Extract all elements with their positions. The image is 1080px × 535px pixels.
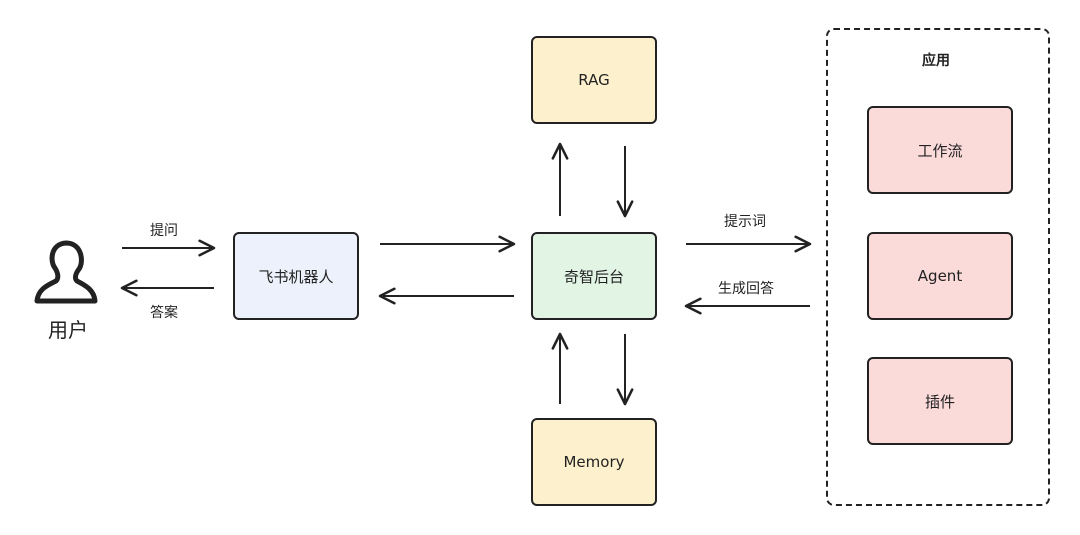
rag-node-label: RAG [578, 71, 610, 89]
edge-label-ask: 提问 [150, 223, 178, 239]
app-item-label: 工作流 [917, 141, 963, 160]
bot-node: 飞书机器人 [233, 232, 359, 320]
edge-label-generate-answer: 生成回答 [718, 281, 774, 297]
rag-node: RAG [531, 36, 657, 124]
user-label: 用户 [48, 318, 88, 342]
memory-node: Memory [531, 418, 657, 506]
app-group-title: 应用 [922, 53, 950, 69]
app-item-agent: Agent [867, 232, 1013, 320]
edge-label-prompt: 提示词 [724, 214, 766, 230]
app-item-label: 插件 [924, 392, 955, 411]
backend-node-label: 奇智后台 [563, 267, 624, 286]
app-group [826, 28, 1050, 506]
app-item-plugin: 插件 [867, 357, 1013, 445]
user-icon [34, 240, 98, 304]
backend-node: 奇智后台 [531, 232, 657, 320]
app-item-label: Agent [917, 267, 963, 285]
edge-label-answer: 答案 [150, 305, 178, 321]
app-item-workflow: 工作流 [867, 106, 1013, 194]
bot-node-label: 飞书机器人 [258, 267, 334, 286]
memory-node-label: Memory [563, 453, 625, 471]
